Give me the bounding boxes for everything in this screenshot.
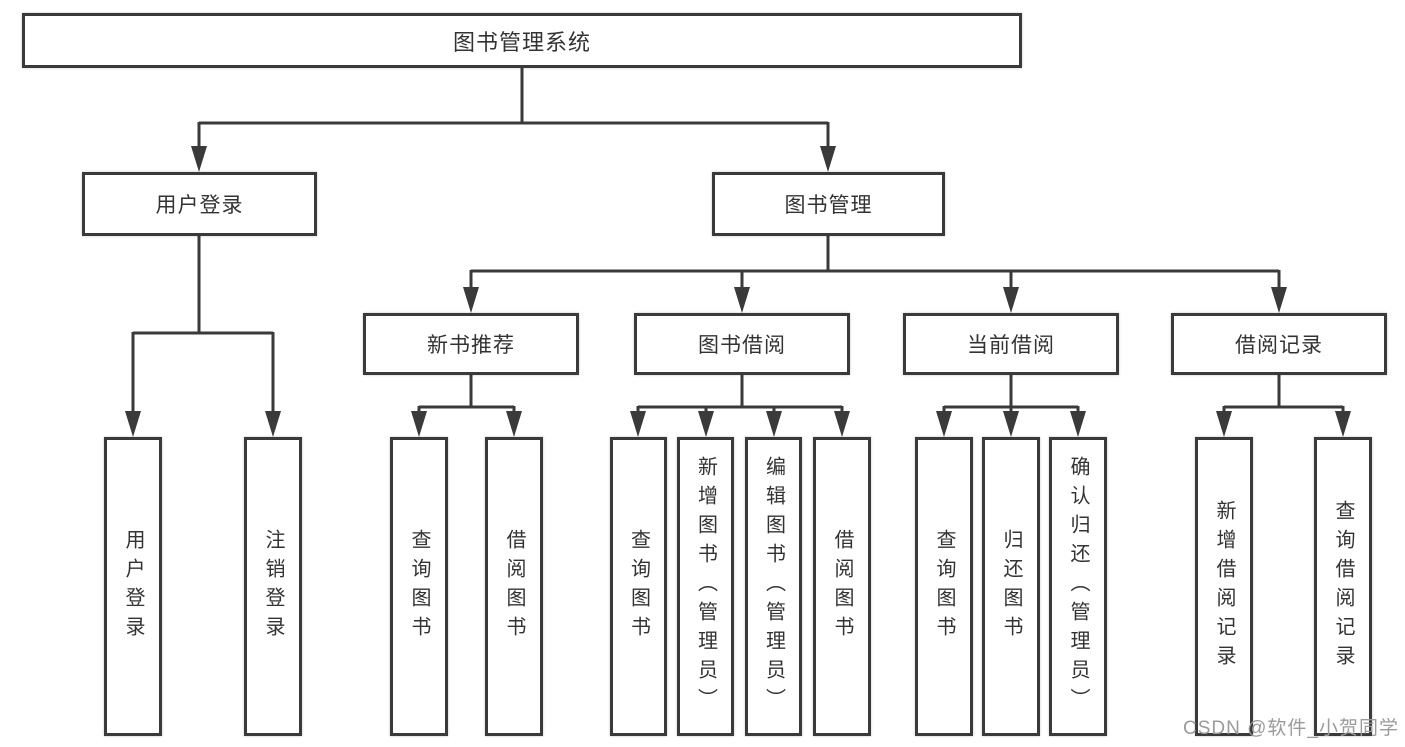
csdn-watermark: CSDN @软件_小贺同学 <box>1183 718 1399 739</box>
node-label: 新增图书（管理员） <box>694 456 717 717</box>
node-nb-borrow-books: 借阅图书 <box>485 437 543 736</box>
node-label: 新增借阅记录 <box>1213 499 1235 674</box>
node-label: 新书推荐 <box>427 334 515 357</box>
node-bb-borrow-books: 借阅图书 <box>813 437 871 736</box>
node-borrowing-records: 借阅记录 <box>1171 313 1387 375</box>
node-logout: 注销登录 <box>244 437 302 736</box>
node-br-add-record: 新增借阅记录 <box>1195 437 1253 736</box>
node-library-management-system: 图书管理系统 <box>22 13 1022 68</box>
node-label: 图书管理 <box>784 194 873 217</box>
node-label: 图书借阅 <box>698 334 786 357</box>
node-new-book-recommend: 新书推荐 <box>363 313 579 375</box>
arrowheads <box>125 146 1351 437</box>
node-current-borrowing: 当前借阅 <box>903 313 1119 375</box>
node-label: 编辑图书（管理员） <box>762 456 785 717</box>
node-user-login-module: 用户登录 <box>82 172 317 236</box>
node-label: 确认归还（管理员） <box>1067 456 1089 717</box>
node-bb-add-books-admin: 新增图书（管理员） <box>677 437 734 736</box>
node-bb-edit-books-admin: 编辑图书（管理员） <box>745 437 802 736</box>
node-label: 用户登录 <box>155 194 244 217</box>
node-br-query-record: 查询借阅记录 <box>1314 437 1372 736</box>
node-cb-query-books: 查询图书 <box>915 437 973 736</box>
node-label: 查询图书 <box>627 528 650 645</box>
node-book-borrowing: 图书借阅 <box>634 313 850 375</box>
node-bb-query-books: 查询图书 <box>610 437 667 736</box>
node-label: 借阅图书 <box>831 528 853 645</box>
node-label: 查询图书 <box>933 528 955 645</box>
node-nb-query-books: 查询图书 <box>390 437 448 736</box>
node-label: 借阅记录 <box>1235 334 1323 357</box>
node-cb-return-books: 归还图书 <box>982 437 1040 736</box>
node-cb-confirm-return-admin: 确认归还（管理员） <box>1049 437 1107 736</box>
node-label: 借阅图书 <box>503 528 525 645</box>
node-label: 当前借阅 <box>967 334 1055 357</box>
node-label: 用户登录 <box>122 528 144 645</box>
node-label: 归还图书 <box>1000 528 1022 645</box>
node-label: 查询图书 <box>408 528 430 645</box>
node-label: 查询借阅记录 <box>1332 499 1354 674</box>
node-label: 注销登录 <box>262 528 284 645</box>
node-user-login: 用户登录 <box>104 437 162 736</box>
node-label: 图书管理系统 <box>452 29 591 55</box>
node-book-management-module: 图书管理 <box>712 172 945 236</box>
